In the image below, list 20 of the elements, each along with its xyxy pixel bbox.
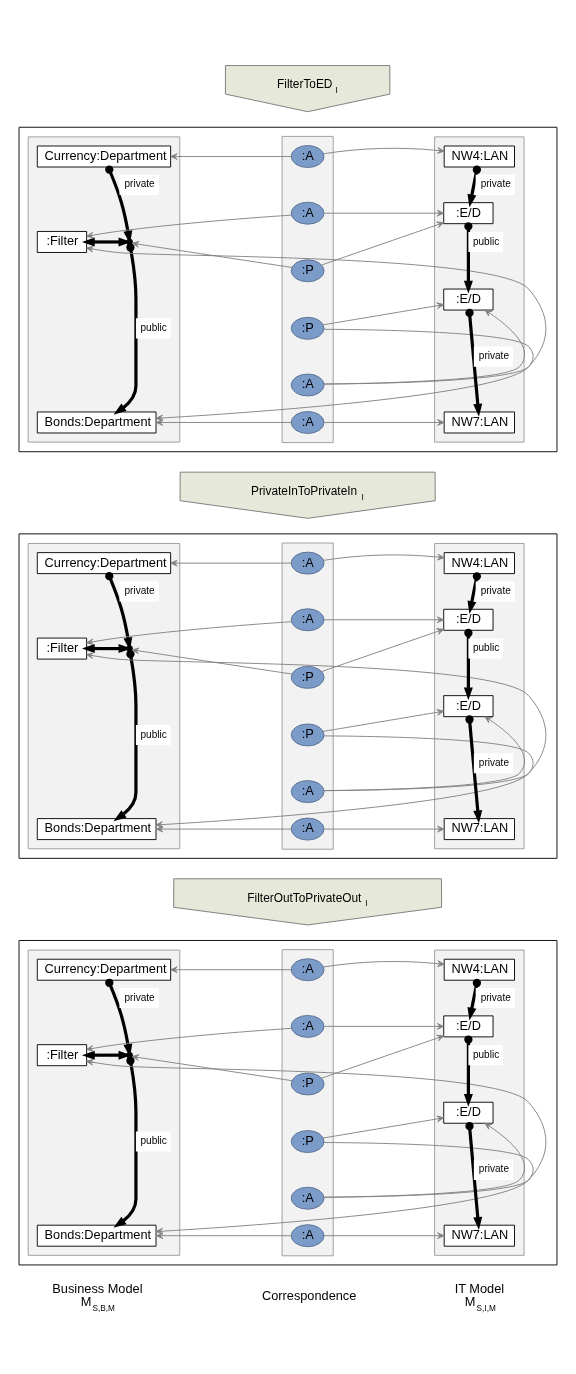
edge-label: private xyxy=(124,178,155,190)
label: M$_{S,I,M}$ xyxy=(464,1294,496,1313)
edge-label: private xyxy=(480,178,511,190)
edge-label: public xyxy=(472,642,500,654)
edge-label: private xyxy=(478,1163,509,1175)
label: M$_{S,B,M}$ xyxy=(80,1294,115,1313)
edge-label: private xyxy=(478,756,509,768)
edge-label: public xyxy=(140,1135,167,1147)
edge-label: public xyxy=(472,235,500,247)
edge-label: public xyxy=(140,728,167,740)
edge-label: private xyxy=(478,350,509,362)
edge-label: private xyxy=(480,585,511,596)
edge-label: public xyxy=(472,1048,500,1060)
edge-label: private xyxy=(124,991,155,1003)
edge-label: private xyxy=(124,585,155,596)
label: Correspondence xyxy=(261,1288,357,1304)
edge-label: public xyxy=(140,321,167,333)
label: IT Model xyxy=(454,1281,505,1297)
edge-label: private xyxy=(480,991,511,1003)
label: Business Model xyxy=(52,1281,143,1297)
